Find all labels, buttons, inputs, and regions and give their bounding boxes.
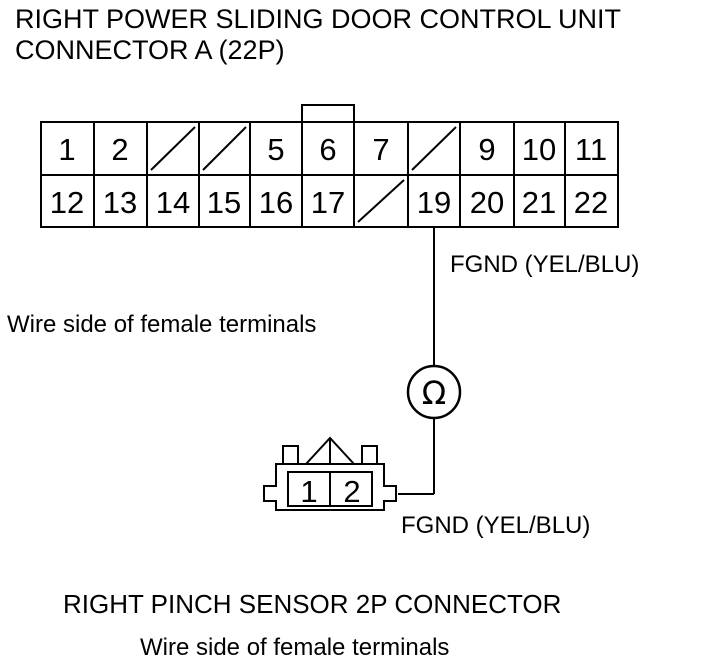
pin-label: 21	[522, 185, 556, 220]
pin-label: 19	[417, 185, 451, 220]
connector-a-title-line2: CONNECTOR A (22P)	[15, 35, 285, 65]
connector-a-row2: 12 13 14 15 16 17 19 20 21 22	[50, 185, 608, 220]
connector-b	[263, 436, 397, 511]
pin-label: 11	[575, 132, 607, 167]
connector-b-outline	[263, 463, 397, 511]
connector-a	[40, 104, 619, 228]
pin-label: 20	[470, 185, 504, 220]
empty-cavity-18	[357, 179, 405, 223]
connector-b-caption: Wire side of female terminals	[140, 634, 450, 661]
empty-cavity-8	[411, 126, 457, 171]
connector-a-row1: 1 2 5 6 7 9 10 11	[58, 132, 607, 167]
connector-a-title-line1: RIGHT POWER SLIDING DOOR CONTROL UNIT	[15, 4, 622, 34]
ohmmeter-icon: Ω	[406, 364, 462, 420]
pin-label: 14	[156, 185, 190, 220]
connector-b-pin-2: 2	[343, 474, 360, 509]
test-wire	[398, 227, 435, 495]
connector-a-lock-tab	[301, 104, 355, 122]
empty-cavity-3	[150, 126, 196, 171]
pin-label: 6	[319, 132, 336, 167]
connector-b-title: RIGHT PINCH SENSOR 2P CONNECTOR	[63, 589, 562, 619]
pin-label: 15	[207, 185, 241, 220]
pin-label: 10	[522, 132, 556, 167]
pin-label: 5	[267, 132, 284, 167]
ohm-symbol: Ω	[422, 374, 446, 412]
pin-label: 9	[478, 132, 495, 167]
pin-label: 7	[372, 132, 389, 167]
pin-label: 22	[574, 185, 608, 220]
connector-b-pin-1: 1	[300, 474, 317, 509]
empty-cavity-4	[202, 126, 247, 171]
pin-label: 17	[311, 185, 345, 220]
pin-label: 12	[50, 185, 84, 220]
connector-a-wire-label: FGND (YEL/BLU)	[450, 251, 640, 278]
pin-label: 1	[58, 132, 75, 167]
pin-label: 13	[103, 185, 137, 220]
pin-label: 16	[259, 185, 293, 220]
pin-label: 2	[111, 132, 128, 167]
connector-b-wire-label: FGND (YEL/BLU)	[401, 512, 591, 539]
connector-a-caption: Wire side of female terminals	[7, 311, 317, 338]
